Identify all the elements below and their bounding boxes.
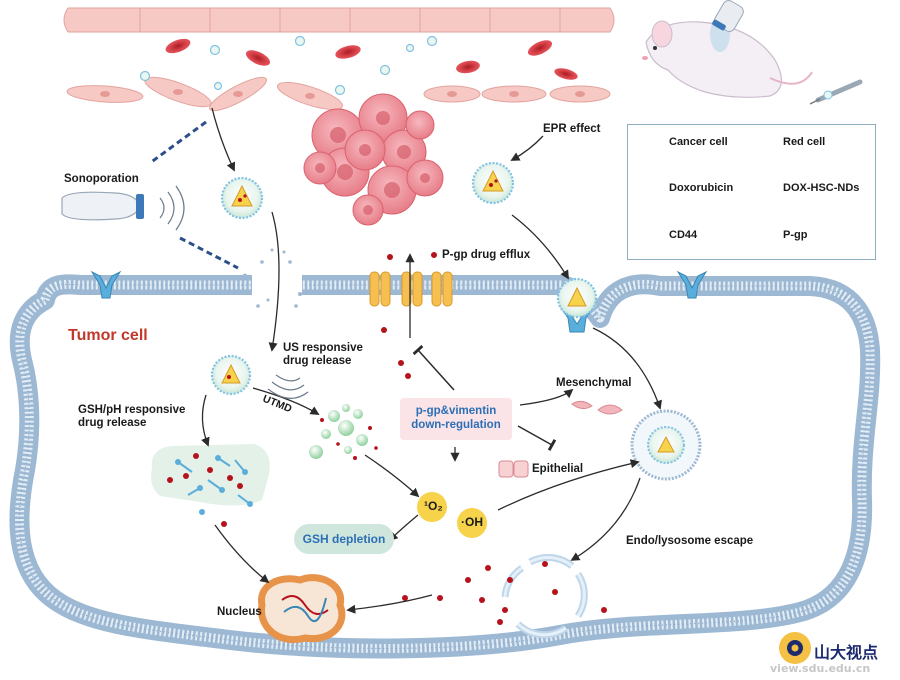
watermark-name: 山大视点: [814, 643, 879, 662]
utmd-burst: [309, 404, 378, 460]
mesenchymal-label: Mesenchymal: [556, 377, 632, 389]
tumor-mass: [303, 93, 444, 226]
watermark-url: view.sdu.edu.cn: [770, 662, 871, 675]
epithelial-cells: [498, 460, 529, 478]
downregulation-label-1: p-gp&vimentin: [415, 405, 497, 418]
nanodroplet-sonoporation: [220, 176, 264, 220]
pgp-icon: [369, 271, 453, 307]
legend-cancer-cell: Cancer cell: [669, 136, 728, 148]
us-release-label-1: US responsive: [283, 342, 363, 354]
red-cell-icon: [165, 38, 578, 80]
cell-membrane: [9, 248, 881, 659]
doxorubicin-dots: [381, 252, 607, 625]
watermark-logo: [779, 632, 811, 664]
gsh-ph-release: [151, 444, 270, 527]
endosome: [630, 409, 702, 481]
mouse-icon: [642, 16, 813, 98]
epithelial-label: Epithelial: [532, 463, 584, 475]
nucleus-icon: [258, 574, 346, 643]
downregulation-box: p-gp&vimentin down-regulation: [400, 398, 512, 440]
gsh-release-label-2: drug release: [78, 417, 147, 429]
nanodroplet-epr: [471, 161, 515, 205]
singlet-oxygen-label: ¹O₂: [424, 499, 443, 513]
ultrasound-probe-icon: [712, 0, 744, 32]
endo-escape-label: Endo/lysosome escape: [626, 535, 754, 547]
nanodroplet-intracellular: [210, 354, 252, 396]
hydroxyl-bubble: [457, 508, 487, 538]
mesenchymal-cells: [571, 400, 623, 415]
us-release-label-2: drug release: [283, 355, 352, 367]
legend: Cancer cell Red cell Doxorubicin DOX-HSC…: [627, 124, 876, 260]
sonoporation-label: Sonoporation: [64, 173, 139, 185]
syringe-icon: [809, 79, 863, 105]
legend-cd44: CD44: [669, 229, 698, 241]
legend-doxorubicin: Doxorubicin: [669, 182, 734, 194]
nucleus-label: Nucleus: [217, 606, 262, 618]
legend-pgp: P-gp: [783, 229, 808, 241]
hydroxyl-label: ·OH: [461, 515, 483, 529]
singlet-oxygen-bubble: [417, 492, 447, 522]
legend-red-cell: Red cell: [783, 136, 826, 148]
blood-vessel: [63, 7, 615, 112]
gsh-depletion-pill: GSH depletion: [294, 524, 394, 554]
gsh-release-label-1: GSH/pH responsive: [78, 404, 186, 416]
pgp-efflux-label: P-gp drug efflux: [442, 249, 531, 261]
nanodroplet-cd44-bound: [556, 277, 598, 319]
tumor-cell-label: Tumor cell: [68, 327, 148, 344]
ultrasound-probe-icon: [61, 191, 144, 221]
downregulation-label-2: down-regulation: [411, 419, 501, 431]
legend-nanodroplet: DOX-HSC-NDs: [783, 182, 860, 194]
epr-effect-label: EPR effect: [543, 123, 601, 135]
